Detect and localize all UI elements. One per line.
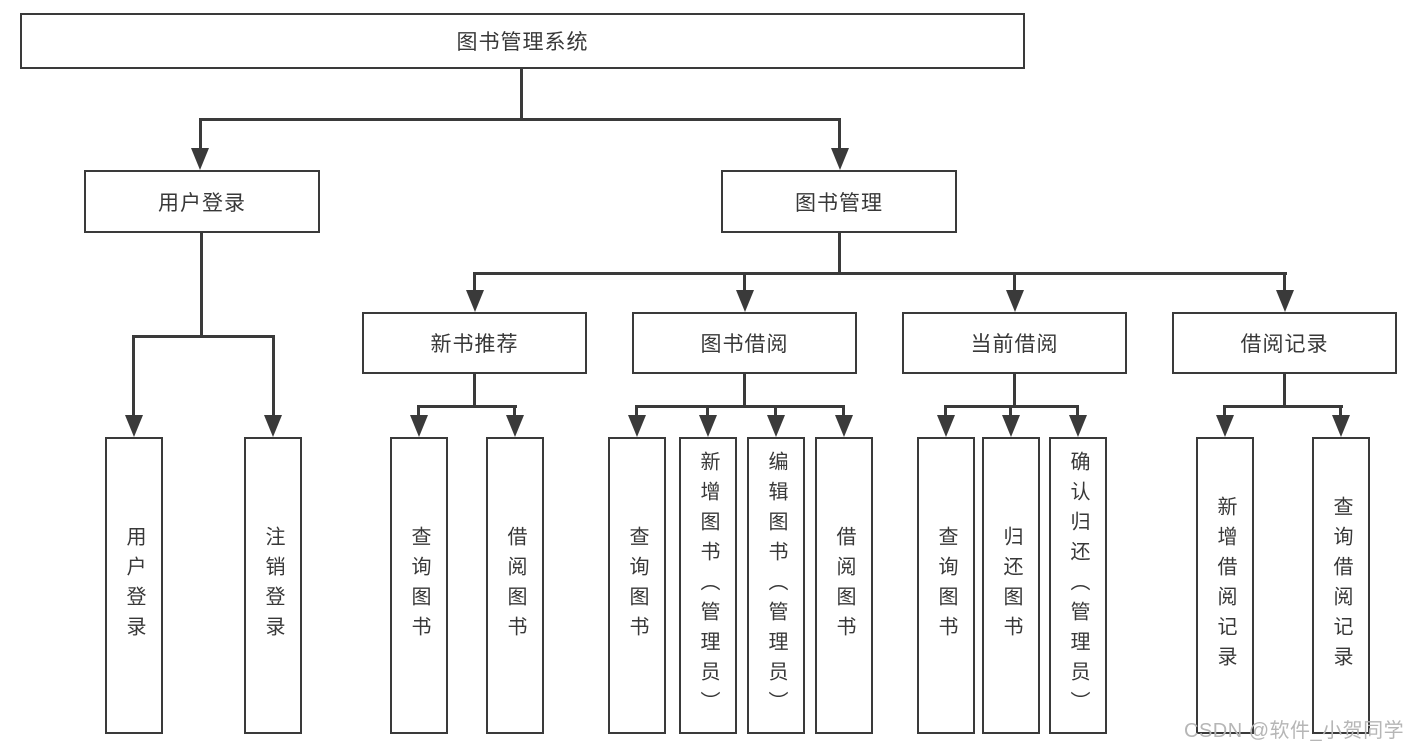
connector-line bbox=[635, 405, 638, 415]
csdn-watermark: CSDN @软件_小贺同学 bbox=[1184, 720, 1405, 742]
node-label: 查询图书 bbox=[935, 525, 957, 646]
node-user-login: 用户登录 bbox=[84, 170, 320, 233]
node-current-borrowing: 当前借阅 bbox=[902, 312, 1127, 374]
connector-line bbox=[417, 405, 420, 415]
connector-line bbox=[635, 405, 845, 408]
arrowhead-icon bbox=[125, 415, 143, 437]
connector-line bbox=[838, 118, 841, 148]
node-label: 查询图书 bbox=[626, 525, 648, 646]
node-borrow-books-borrowing: 借阅图书 bbox=[815, 437, 873, 734]
arrowhead-icon bbox=[1332, 415, 1350, 437]
connector-line bbox=[1223, 405, 1226, 415]
node-label: 新增图书（管理员） bbox=[697, 450, 719, 721]
node-label: 当前借阅 bbox=[970, 333, 1059, 356]
node-label: 新增借阅记录 bbox=[1214, 495, 1236, 676]
node-label: 借阅图书 bbox=[504, 525, 526, 646]
arrowhead-icon bbox=[1069, 415, 1087, 437]
arrowhead-icon bbox=[628, 415, 646, 437]
connector-line bbox=[473, 272, 1287, 275]
node-query-books-recommend: 查询图书 bbox=[390, 437, 448, 734]
node-return-books: 归还图书 bbox=[982, 437, 1040, 734]
arrowhead-icon bbox=[410, 415, 428, 437]
connector-line bbox=[133, 335, 275, 338]
node-book-management: 图书管理 bbox=[721, 170, 957, 233]
node-add-borrow-record: 新增借阅记录 bbox=[1196, 437, 1254, 734]
node-label: 借阅图书 bbox=[833, 525, 855, 646]
arrowhead-icon bbox=[191, 148, 209, 170]
connector-line bbox=[1339, 405, 1342, 415]
connector-line bbox=[520, 69, 523, 118]
connector-line bbox=[200, 233, 203, 335]
node-add-books-admin: 新增图书（管理员） bbox=[679, 437, 737, 734]
arrowhead-icon bbox=[835, 415, 853, 437]
arrowhead-icon bbox=[831, 148, 849, 170]
connector-line bbox=[838, 233, 841, 272]
connector-line bbox=[1009, 405, 1012, 415]
arrowhead-icon bbox=[506, 415, 524, 437]
node-label: 图书管理 bbox=[795, 191, 883, 215]
node-label: 归还图书 bbox=[1000, 525, 1022, 646]
node-new-book-recommend: 新书推荐 bbox=[362, 312, 587, 374]
node-label: 注销登录 bbox=[262, 525, 284, 646]
node-borrow-records: 借阅记录 bbox=[1172, 312, 1397, 374]
connector-line bbox=[199, 118, 202, 148]
connector-line bbox=[1076, 405, 1079, 415]
node-label: 图书管理系统 bbox=[456, 31, 589, 54]
node-logout-leaf: 注销登录 bbox=[244, 437, 302, 734]
connector-line bbox=[132, 335, 135, 415]
connector-line bbox=[1223, 405, 1343, 408]
arrowhead-icon bbox=[937, 415, 955, 437]
connector-line bbox=[513, 405, 516, 415]
arrowhead-icon bbox=[1006, 290, 1024, 312]
node-edit-books-admin: 编辑图书（管理员） bbox=[747, 437, 805, 734]
node-query-borrow-record: 查询借阅记录 bbox=[1312, 437, 1370, 734]
connector-line bbox=[774, 405, 777, 415]
arrowhead-icon bbox=[264, 415, 282, 437]
node-query-books-current: 查询图书 bbox=[917, 437, 975, 734]
connector-line bbox=[418, 405, 517, 408]
arrowhead-icon bbox=[466, 290, 484, 312]
node-label: 新书推荐 bbox=[430, 333, 519, 356]
node-label: 查询图书 bbox=[408, 525, 430, 646]
node-label: 用户登录 bbox=[158, 191, 246, 215]
connector-line bbox=[1283, 272, 1286, 290]
connector-line bbox=[272, 335, 275, 415]
arrowhead-icon bbox=[1216, 415, 1234, 437]
node-label: 查询借阅记录 bbox=[1330, 495, 1352, 676]
node-label: 借阅记录 bbox=[1240, 333, 1329, 356]
arrowhead-icon bbox=[736, 290, 754, 312]
connector-line bbox=[944, 405, 947, 415]
node-confirm-return-admin: 确认归还（管理员） bbox=[1049, 437, 1107, 734]
connector-line bbox=[743, 374, 746, 405]
node-borrow-books-recommend: 借阅图书 bbox=[486, 437, 544, 734]
connector-line bbox=[706, 405, 709, 415]
arrowhead-icon bbox=[767, 415, 785, 437]
node-query-books-borrowing: 查询图书 bbox=[608, 437, 666, 734]
node-label: 编辑图书（管理员） bbox=[765, 450, 787, 721]
connector-line bbox=[743, 272, 746, 290]
connector-line bbox=[1283, 374, 1286, 405]
connector-line bbox=[473, 272, 476, 290]
connector-line bbox=[842, 405, 845, 415]
arrowhead-icon bbox=[699, 415, 717, 437]
node-label: 图书借阅 bbox=[700, 333, 789, 356]
node-book-borrowing: 图书借阅 bbox=[632, 312, 857, 374]
arrowhead-icon bbox=[1002, 415, 1020, 437]
node-label: 确认归还（管理员） bbox=[1067, 450, 1089, 721]
node-label: 用户登录 bbox=[123, 525, 145, 646]
node-user-login-leaf: 用户登录 bbox=[105, 437, 163, 734]
connector-line bbox=[1013, 374, 1016, 405]
connector-line bbox=[199, 118, 841, 121]
connector-line bbox=[473, 374, 476, 405]
node-library-management-system: 图书管理系统 bbox=[20, 13, 1025, 69]
connector-line bbox=[1013, 272, 1016, 290]
arrowhead-icon bbox=[1276, 290, 1294, 312]
